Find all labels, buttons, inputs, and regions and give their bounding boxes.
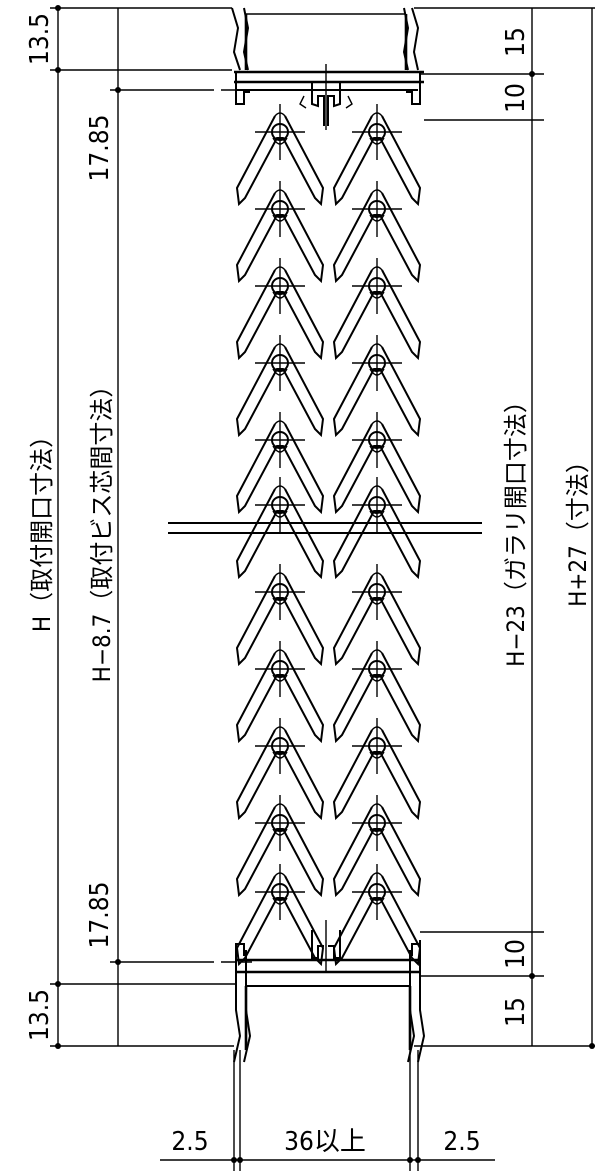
bottom-dimension-lines [160,1050,495,1171]
dim-right-bottom-10: 10 [501,939,531,969]
left-dimension-lines [50,5,236,1049]
dim-bottom-right: 2.5 [443,1127,480,1157]
dim-pitch-bottom: 17.85 [85,882,115,949]
dim-overall-left: H（取付開口寸法） [28,424,56,632]
dim-right-top-15: 15 [501,27,531,57]
dim-overall-right: H+27（寸法） [564,449,592,607]
dim-right-bottom-15: 15 [501,997,531,1027]
dim-left-top: 13.5 [25,13,55,65]
dim-screw-pitch: H−8.7（取付ビス芯間寸法） [88,374,116,683]
top-frame [200,7,424,130]
dim-bottom-left: 2.5 [171,1127,208,1157]
break-lines [168,522,482,534]
dim-shutter-opening: H−23（ガラリ開口寸法） [502,389,530,667]
dim-right-top-10: 10 [501,83,531,113]
bottom-frame [200,920,426,1063]
right-dimension-lines [414,7,595,1049]
dim-bottom-center: 36以上 [284,1127,366,1157]
dim-pitch-top: 17.85 [85,115,115,182]
dim-left-bottom: 13.5 [25,989,55,1041]
